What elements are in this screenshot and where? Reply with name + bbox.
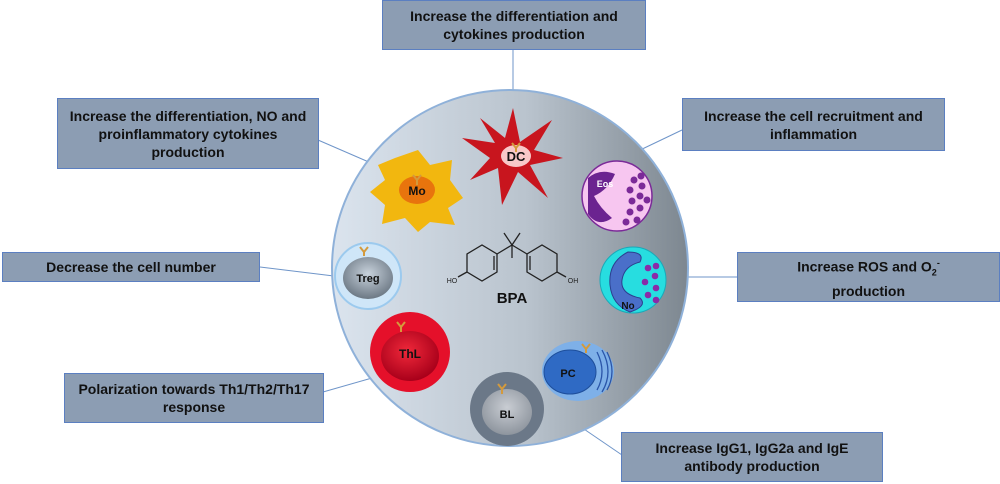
cell-label-no: No — [621, 301, 634, 312]
th-lymphocyte-cell: ThL — [370, 312, 450, 392]
connector-thl — [322, 377, 373, 393]
hydroxyl-right: OH — [568, 278, 579, 285]
cell-label-mo: Mo — [408, 184, 425, 198]
bpa-molecule — [457, 232, 567, 282]
effect-text-thl: Polarization towards Th1/Th2/Th17 respon… — [78, 381, 310, 415]
effect-box-eos: Increase the cell recruitment and inflam… — [682, 98, 945, 151]
cell-label-eos: Eos — [597, 179, 614, 189]
plasma-cell: PC — [542, 341, 614, 401]
cell-label-thl: ThL — [399, 347, 421, 361]
hydroxyl-left: HO — [447, 278, 458, 285]
effect-text-treg: Decrease the cell number — [46, 259, 216, 275]
production-text: production — [831, 282, 906, 299]
subscript: 2 — [931, 267, 937, 278]
effect-text-mo: Increase the differentiation, NO and pro… — [69, 107, 307, 160]
granules — [622, 172, 651, 226]
effect-text-no: Increase ROS and O2- production — [797, 254, 940, 299]
cell-label-dc: DC — [507, 149, 526, 164]
receptor-icon — [581, 343, 591, 353]
neutrophil-cell: No — [599, 246, 667, 314]
compound-label: BPA — [497, 290, 528, 307]
receptor-icon — [412, 174, 422, 185]
connector-treg — [259, 266, 343, 278]
effect-box-mo: Increase the differentiation, NO and pro… — [57, 98, 319, 169]
cell-label-bl: BL — [500, 409, 515, 421]
effect-box-thl: Polarization towards Th1/Th2/Th17 respon… — [64, 373, 324, 423]
monocyte-cell: Mo — [370, 150, 463, 232]
effect-box-pc: Increase IgG1, IgG2a and IgE antibody pr… — [621, 432, 883, 482]
effect-box-treg: Decrease the cell number — [2, 252, 260, 282]
treg-cell: Treg — [334, 242, 402, 310]
ros-text: Increase ROS and O — [797, 258, 932, 275]
effect-text-eos: Increase the cell recruitment and inflam… — [704, 107, 923, 142]
receptor-icon — [497, 383, 507, 394]
receptor-icon — [359, 246, 369, 256]
cell-label-treg: Treg — [356, 273, 379, 285]
cell-label-pc: PC — [560, 368, 575, 380]
receptor-icon — [396, 321, 406, 332]
dendritic-cell: DC — [462, 108, 563, 205]
granules — [641, 262, 660, 304]
effect-box-dc: Increase the differentiation and cytokin… — [382, 0, 646, 50]
b-lymphocyte-cell: BL — [470, 372, 544, 446]
effect-box-no: Increase ROS and O2- production — [737, 252, 1000, 302]
effect-text-dc: Increase the differentiation and cytokin… — [410, 8, 618, 42]
connector-eos — [635, 129, 683, 153]
effect-text-pc: Increase IgG1, IgG2a and IgE antibody pr… — [655, 440, 849, 474]
superscript: - — [936, 258, 940, 269]
eosinophil-cell: Eos — [581, 160, 653, 232]
receptor-icon — [511, 142, 521, 152]
